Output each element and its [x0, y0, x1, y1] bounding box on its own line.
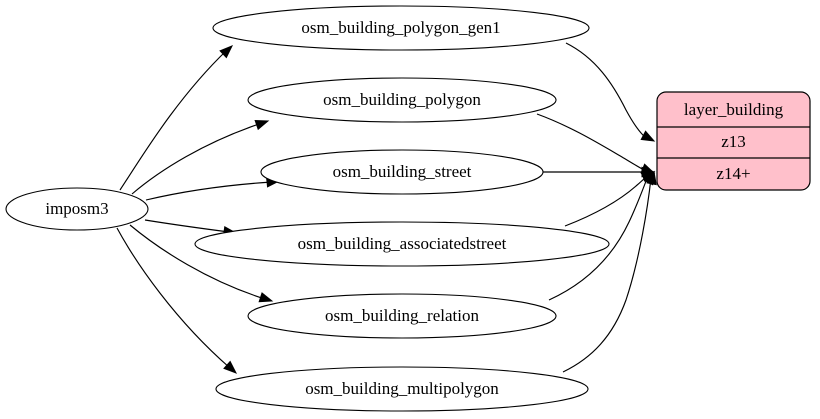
node-shape: [247, 293, 557, 339]
node-shape: [215, 366, 589, 412]
node-osm_building_multipolygon[interactable]: osm_building_multipolygon: [215, 366, 589, 412]
edge-path: [564, 173, 650, 227]
arrowhead-icon: [258, 292, 274, 303]
edge-multipolygon-to-z14plus: [562, 170, 657, 373]
edge-imposm3-to-street: [145, 177, 281, 201]
record-row-zoom-z14plus[interactable]: z14+: [716, 164, 750, 183]
node-shape: [260, 149, 544, 195]
node-label: osm_building_street: [333, 162, 472, 181]
edge-path: [116, 227, 231, 369]
edge-street-to-z14plus: [542, 166, 656, 178]
node-osm_building_polygon[interactable]: osm_building_polygon: [247, 77, 557, 123]
node-shape: [5, 187, 149, 231]
edge-polygon-to-z14plus: [536, 113, 656, 174]
node-osm_building_associatedstreet[interactable]: osm_building_associatedstreet: [194, 221, 610, 267]
node-imposm3[interactable]: imposm3: [5, 187, 149, 231]
node-label: imposm3: [45, 199, 108, 218]
edge-imposm3-to-polygon-gen1: [119, 45, 234, 191]
node-label: osm_building_polygon: [323, 90, 481, 109]
edge-imposm3-to-relation: [129, 224, 274, 303]
node-osm_building_polygon_gen1[interactable]: osm_building_polygon_gen1: [212, 5, 590, 51]
nodes-layer: imposm3 osm_building_polygon_gen1 osm_buil…: [5, 5, 610, 412]
edge-imposm3-to-polygon: [131, 120, 270, 195]
node-osm_building_street[interactable]: osm_building_street: [260, 149, 544, 195]
node-shape: [194, 221, 610, 267]
node-label: osm_building_relation: [325, 306, 479, 325]
layer-building-box[interactable]: [656, 91, 811, 191]
edge-imposm3-to-multipolygon: [116, 227, 238, 374]
arrowhead-icon: [254, 120, 270, 131]
record-row-zoom-z13[interactable]: z13: [721, 132, 746, 151]
layer-building-node[interactable]: layer_building z13 z14+: [656, 91, 811, 191]
edge-path: [145, 181, 273, 201]
node-label: osm_building_polygon_gen1: [301, 18, 500, 37]
node-label: osm_building_associatedstreet: [298, 234, 507, 253]
edge-path: [548, 175, 649, 301]
arrowhead-icon: [219, 45, 234, 59]
record-row-layer-name[interactable]: layer_building: [684, 100, 784, 119]
node-shape: [212, 5, 590, 51]
edge-path: [144, 219, 230, 233]
edge-path: [536, 113, 647, 172]
arrowhead-icon: [223, 360, 238, 374]
node-label: osm_building_multipolygon: [305, 379, 499, 398]
edge-path: [562, 177, 652, 373]
edge-path: [565, 42, 647, 139]
arrowhead-icon: [646, 170, 657, 186]
edge-polygon-gen1-to-z13: [565, 42, 656, 142]
node-shape: [247, 77, 557, 123]
edge-path: [131, 122, 263, 195]
edge-path: [119, 49, 228, 191]
arrowhead-icon: [640, 130, 656, 142]
node-osm_building_relation[interactable]: osm_building_relation: [247, 293, 557, 339]
edge-path: [129, 224, 266, 300]
